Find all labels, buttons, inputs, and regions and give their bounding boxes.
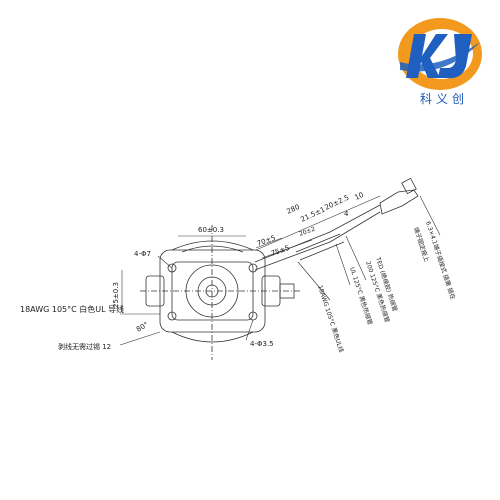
logo-swoosh bbox=[400, 42, 480, 72]
lead-sleeve bbox=[295, 233, 345, 261]
label-dim-75: 75±5 bbox=[270, 244, 291, 258]
leader-bottom-note bbox=[119, 331, 161, 346]
dim-line-70 bbox=[255, 237, 283, 249]
brand-name: 科义创 bbox=[419, 92, 468, 106]
hole-top-right bbox=[248, 263, 258, 273]
label-wire-note: 18AWG 105°C 黑色UL线 bbox=[316, 284, 345, 353]
logo-letter-j bbox=[438, 34, 472, 79]
leader-4-phi3-5 bbox=[245, 319, 254, 341]
label-hole-bottom: 4-Φ3.5 bbox=[250, 340, 274, 348]
top-bracket bbox=[171, 240, 254, 251]
label-top-width: 60±0.3 bbox=[198, 226, 224, 234]
label-dim-10: 10 bbox=[353, 191, 364, 202]
hole-top-left bbox=[167, 263, 177, 273]
top-bracket-inner bbox=[181, 245, 244, 253]
leader-4-phi7 bbox=[157, 255, 173, 269]
terminal-body bbox=[379, 189, 419, 215]
label-height: 25±0.3 bbox=[112, 282, 120, 308]
leader-wire-note bbox=[297, 261, 331, 301]
terminal-tip bbox=[401, 177, 417, 195]
hole-bottom-left bbox=[167, 311, 177, 321]
leader-tube-note bbox=[345, 235, 367, 281]
label-hole-top: 4-Φ7 bbox=[134, 250, 151, 258]
label-dim-20-upper: 20±2 bbox=[298, 226, 316, 238]
label-angle: 80° bbox=[135, 321, 150, 334]
leader-terminal-note bbox=[419, 195, 441, 236]
leader-ul-note bbox=[335, 243, 351, 286]
label-bottom-note: 剥线无需过锡 12 bbox=[58, 342, 111, 351]
label-lead-length: 280 bbox=[285, 203, 301, 216]
lead-wire-2 bbox=[254, 211, 381, 271]
lead-wire-1 bbox=[254, 204, 381, 263]
dim-line-lead bbox=[255, 195, 381, 251]
label-dim-4: 4 bbox=[344, 210, 349, 218]
dim-line-75 bbox=[261, 239, 313, 259]
label-wire: 18AWG 105°C 白色UL 导线 bbox=[20, 304, 124, 314]
company-logo bbox=[398, 18, 482, 90]
bottom-bracket bbox=[171, 331, 254, 343]
